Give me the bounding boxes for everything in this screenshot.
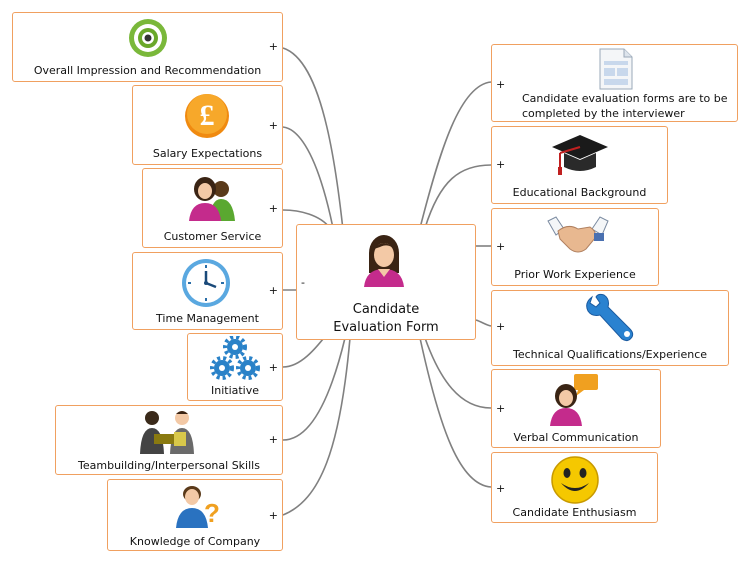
connector-line: [419, 81, 492, 229]
topic-label: Customer Service: [163, 230, 262, 243]
topic-label: Overall Impression and Recommendation: [33, 64, 262, 77]
question-person-icon: ?: [176, 486, 220, 528]
topic-label: Prior Work Experience: [514, 268, 636, 281]
topic-education[interactable]: Educational Background +: [491, 126, 668, 204]
expand-toggle[interactable]: +: [496, 78, 506, 91]
central-topic[interactable]: Candidate Evaluation Form -: [296, 224, 476, 340]
expand-toggle[interactable]: +: [268, 509, 278, 522]
collapse-toggle[interactable]: -: [301, 276, 305, 289]
connector-line: [282, 337, 351, 516]
topic-label: Candidate Enthusiasm: [512, 506, 637, 519]
topic-label: Salary Expectations: [152, 147, 263, 160]
topic-enthusiasm[interactable]: Candidate Enthusiasm +: [491, 452, 658, 523]
connector-line: [424, 164, 492, 229]
topic-technical[interactable]: Technical Qualifications/Experience +: [491, 290, 729, 366]
topic-label: Candidate evaluation forms are to be com…: [522, 92, 728, 120]
document-icon: [599, 48, 633, 90]
gears-icon: [210, 336, 260, 380]
expand-toggle[interactable]: +: [268, 119, 278, 132]
topic-time[interactable]: Time Management +: [132, 252, 283, 330]
expand-toggle[interactable]: +: [268, 202, 278, 215]
topic-label: Teambuilding/Interpersonal Skills: [78, 459, 260, 472]
handshake-icon: [547, 216, 609, 253]
topic-teambuilding[interactable]: Teambuilding/Interpersonal Skills +: [55, 405, 283, 475]
topic-verbal[interactable]: Verbal Communication +: [491, 369, 661, 448]
topic-overall[interactable]: Overall Impression and Recommendation +: [12, 12, 283, 82]
topic-label: Time Management: [156, 312, 259, 325]
topic-initiative[interactable]: Initiative +: [187, 333, 283, 401]
expand-toggle[interactable]: +: [496, 402, 506, 415]
connector-line: [424, 337, 492, 409]
expand-toggle[interactable]: +: [268, 284, 278, 297]
smiley-icon: [551, 456, 599, 504]
wrench-icon: [586, 293, 634, 342]
topic-salary[interactable]: £ Salary Expectations +: [132, 85, 283, 165]
expand-toggle[interactable]: +: [496, 482, 506, 495]
connector-line: [282, 337, 346, 441]
topic-customer[interactable]: Customer Service +: [142, 168, 283, 248]
clock-icon: [182, 259, 230, 307]
expand-toggle[interactable]: +: [496, 240, 506, 253]
woman-avatar-icon: [364, 235, 404, 287]
speech-person-icon: [550, 374, 598, 426]
topic-knowledge[interactable]: ? Knowledge of Company +: [107, 479, 283, 551]
graduation-cap-icon: [552, 135, 608, 175]
target-icon: [129, 19, 167, 57]
topic-forms[interactable]: Candidate evaluation forms are to be com…: [491, 44, 738, 122]
team-icon: [140, 411, 194, 454]
connector-line: [475, 319, 492, 327]
pound-coin-icon: £: [185, 94, 229, 138]
topic-label: Knowledge of Company: [129, 535, 261, 548]
expand-toggle[interactable]: +: [496, 158, 506, 171]
expand-toggle[interactable]: +: [268, 361, 278, 374]
topic-prior[interactable]: Prior Work Experience +: [491, 208, 659, 286]
expand-toggle[interactable]: +: [268, 433, 278, 446]
topic-label: Technical Qualifications/Experience: [512, 348, 708, 361]
topic-label: Initiative: [210, 384, 260, 397]
people-icon: [189, 177, 235, 221]
topic-label: Educational Background: [512, 186, 647, 199]
expand-toggle[interactable]: +: [496, 320, 506, 333]
svg-text:£: £: [200, 99, 215, 132]
svg-text:?: ?: [204, 498, 220, 528]
expand-toggle[interactable]: +: [268, 40, 278, 53]
central-topic-label: Candidate Evaluation Form: [333, 302, 439, 335]
topic-label: Verbal Communication: [513, 431, 639, 444]
connector-line: [419, 337, 492, 488]
